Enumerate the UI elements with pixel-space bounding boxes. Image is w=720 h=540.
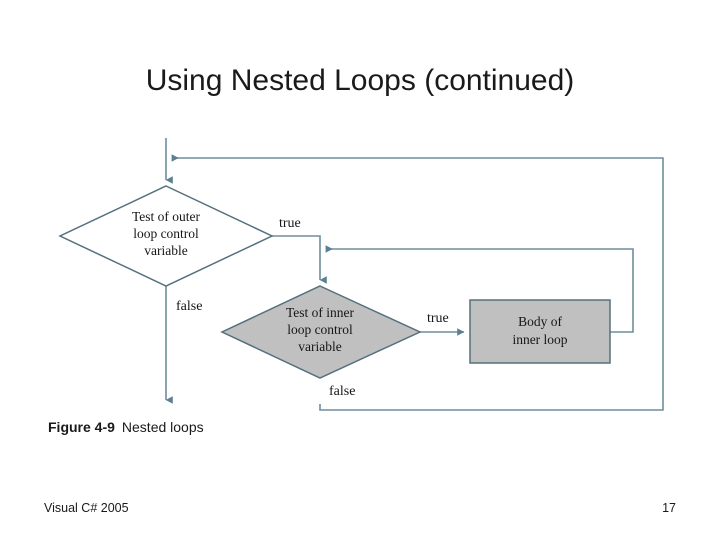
- figure-caption-number: Figure 4-9: [48, 419, 115, 435]
- inner-test-label-line1: Test of inner: [286, 305, 355, 320]
- outer-test-diamond-shape: [58, 185, 274, 287]
- figure-nested-loops: Test of outer loop control variable Test…: [0, 110, 720, 460]
- inner-body-box-shape: [469, 299, 611, 364]
- node-inner-body[interactable]: Body of inner loop: [469, 299, 611, 364]
- outer-test-label-line3: variable: [144, 243, 187, 258]
- outer-test-label-line2: loop control: [133, 226, 199, 241]
- flowchart-svg: Test of outer loop control variable Test…: [58, 138, 664, 411]
- figure-caption-text: Nested loops: [121, 419, 204, 435]
- inner-test-diamond-shape: [220, 285, 422, 379]
- edge-label-outer-true: true: [279, 216, 301, 231]
- node-outer-test[interactable]: Test of outer loop control variable: [58, 185, 274, 287]
- edge-label-outer-false: false: [176, 299, 202, 314]
- edge-inner-body-return: [325, 245, 634, 333]
- page-title: Using Nested Loops (continued): [145, 64, 575, 98]
- node-inner-test[interactable]: Test of inner loop control variable: [220, 285, 422, 379]
- edge-label-inner-false: false: [329, 384, 355, 399]
- outer-test-label-line1: Test of outer: [132, 209, 201, 224]
- footer-book-title: Visual C# 2005: [44, 501, 129, 515]
- edge-outer-true: [272, 235, 327, 284]
- edge-label-inner-true: true: [427, 311, 449, 326]
- footer-page-number: 17: [662, 501, 676, 515]
- inner-test-label-line3: variable: [298, 339, 341, 354]
- edge-inner-false-return-to-outer: [171, 154, 664, 411]
- figure-caption: Figure 4-9 Nested loops: [48, 419, 204, 435]
- inner-body-label-line1: Body of: [518, 314, 562, 329]
- inner-test-label-line2: loop control: [287, 322, 353, 337]
- inner-body-label-line2: inner loop: [512, 332, 567, 347]
